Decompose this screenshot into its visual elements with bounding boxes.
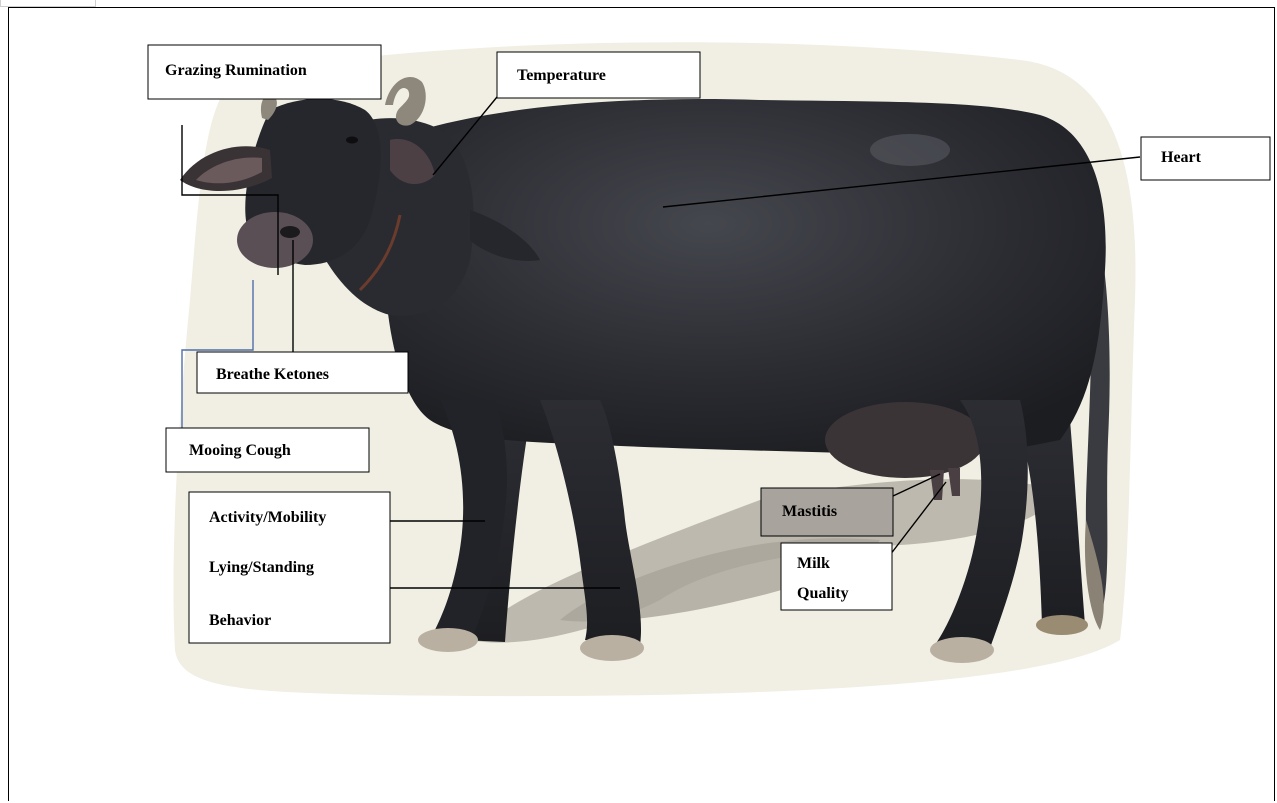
label-grazing-rumination: Grazing Rumination [148,45,381,99]
milk-text-line1: Milk [797,555,830,572]
activity-text: Activity/Mobility [209,509,326,526]
label-breathe-ketones: Breathe Ketones [197,352,408,393]
temperature-text: Temperature [517,67,606,84]
behavior-text: Behavior [209,612,271,629]
label-mooing-cough: Mooing Cough [166,428,369,472]
label-temperature: Temperature [497,52,700,98]
label-milk-quality: Milk Quality [781,543,892,610]
label-mastitis: Mastitis [761,488,893,536]
mastitis-text: Mastitis [782,503,837,520]
grazing-text: Grazing Rumination [165,62,307,79]
breathe-text: Breathe Ketones [216,366,329,383]
lying-text: Lying/Standing [209,559,314,576]
mooing-text: Mooing Cough [189,442,291,459]
label-heart: Heart [1141,137,1270,180]
milk-text-line2: Quality [797,585,849,602]
label-activity-group: Activity/Mobility Lying/Standing Behavio… [189,492,390,643]
heart-text: Heart [1161,149,1202,166]
